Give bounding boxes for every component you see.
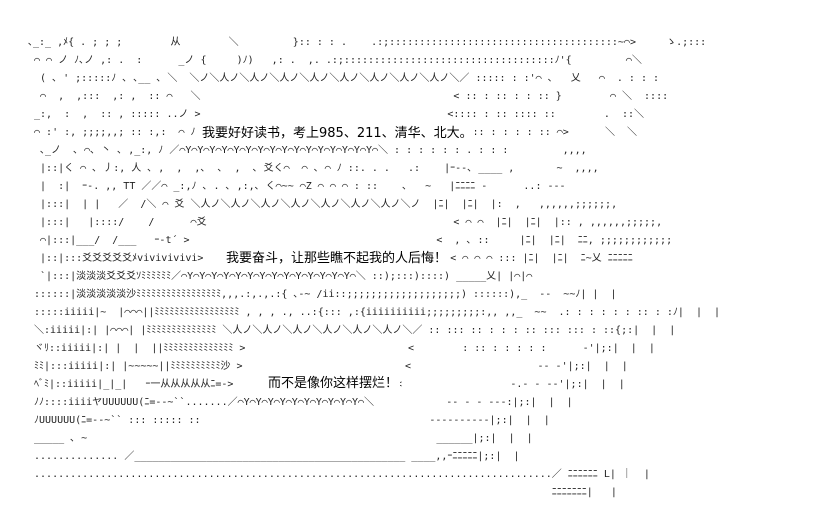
speech-bubble-text-2: 我要奋斗，让那些瞧不起我的人后悔！: [224, 251, 450, 267]
art-line: ﾆﾆﾆﾆﾆﾆﾆ| |: [28, 487, 617, 498]
art-line: ､_:_ ,ﾒ{ . ; ; ; 从 ＼ }:: : : . .:;::::::…: [28, 37, 707, 48]
art-line: |::|:::爻爻爻爻爻ﾒvivivivivi> < ⌒ ⌒ ⌒ ::: |ﾆ|…: [40, 253, 633, 264]
speech-bubble-text-3: 而不是像你这样摆烂！: [266, 376, 401, 392]
art-line: |:::| |::::/ / ⌒爻 < ⌒ ⌒ |ﾆ| |ﾆ| |:: , ,,…: [28, 217, 663, 228]
art-line: .............. ／________________________…: [28, 451, 520, 462]
art-line: `|:::|淡淡淡爻爻爻ｿﾐﾐﾐﾐﾐﾐ／⌒Y⌒Y⌒Y⌒Y⌒Y⌒Y⌒Y⌒Y⌒Y⌒Y…: [28, 271, 533, 282]
art-line: ⌒|:::|___/ /___ ｰ-t´ > < , ､ :: |ﾆ| |ﾆ| …: [28, 235, 673, 246]
ascii-art-scene: ､_:_ ,ﾒ{ . ; ; ; 从 ＼ }:: : : . .:;::::::…: [28, 36, 808, 516]
art-line: | :| ｰ-. ,, TT ／／⌒ _:,ﾉ ､ . ､ ,:,､ く⌒~~ …: [28, 181, 566, 192]
art-line: |::|く ⌒ ､ 丿:, 人 ､ , , ,､ ､ , ､ 爻く⌒ ⌒ ､ ⌒…: [28, 163, 599, 174]
art-line: _:, : , :: , ::::: ..ノ > <:::: : :: ::::…: [28, 109, 645, 120]
art-line: ﾐﾐ|:::iiiii|:| |~~~~~||ﾐﾐﾐﾐﾐﾐﾐﾐﾐﾐ沙 > < -…: [28, 361, 628, 372]
art-line: ........................................…: [28, 469, 650, 480]
art-line: ( ､ ' ;:::::ﾉ ､ ､__ ､ ＼ ＼ノ＼人ノ＼人ノ＼人ノ＼人ノ＼人…: [28, 73, 660, 84]
art-line: ヾﾘ::iiiii|:| | | ||ﾐﾐﾐﾐﾐﾐﾐﾐﾐﾐﾐﾐﾐﾐ > < : …: [28, 343, 655, 354]
art-line: ⌒ ⌒ ノ ﾉ､ノ ,: . : _ノ { )ﾉ) ,: . ,. .:;:::…: [28, 55, 642, 66]
art-line: ::::::|淡淡淡淡淡沙ﾐﾐﾐﾐﾐﾐﾐﾐﾐﾐﾐﾐﾐﾐﾐﾐﾐ,,,.:,.,.:…: [28, 289, 617, 300]
art-line: ＼:iiiii|:| |⌒⌒⌒| |ﾐﾐﾐﾐﾐﾐﾐﾐﾐﾐﾐﾐﾐﾐ ＼人ノ＼人ノ＼…: [28, 325, 676, 336]
art-line: ⌒ , ,::: ,: , :: ⌒ ＼ < :: : :: : : :: } …: [28, 91, 669, 102]
speech-bubble-text-1: 我要好好读书，考上985、211、清华、北大。: [200, 126, 475, 142]
art-line: ﾉﾉ::::iiiiヤUUUUUU(ﾆ=--~``.......／⌒Y⌒Y⌒Y⌒…: [28, 397, 573, 408]
art-line: :::::iiiii|~ |⌒⌒⌒||ﾐﾐﾐﾐﾐﾐﾐﾐﾐﾐﾐﾐﾐﾐﾐﾐﾐ , ,…: [28, 307, 721, 318]
art-line: _____ ､ ~ ______|;:| | |: [28, 433, 533, 444]
art-line: |:::| | | ／ /＼ ⌒ 爻 ＼人ノ＼人ノ＼人ノ＼人ノ＼人ノ＼人ノ＼人ノ…: [28, 199, 618, 210]
art-line: ﾉUUUUUU(ﾆ=--~`` ::: ::::: :: ----------|…: [28, 415, 550, 426]
art-line: ､_ノ ､ ⌒､ 丶 ､ ,_:, ﾉ ／⌒Y⌒Y⌒Y⌒Y⌒Y⌒Y⌒Y⌒Y⌒Y⌒…: [28, 145, 587, 156]
